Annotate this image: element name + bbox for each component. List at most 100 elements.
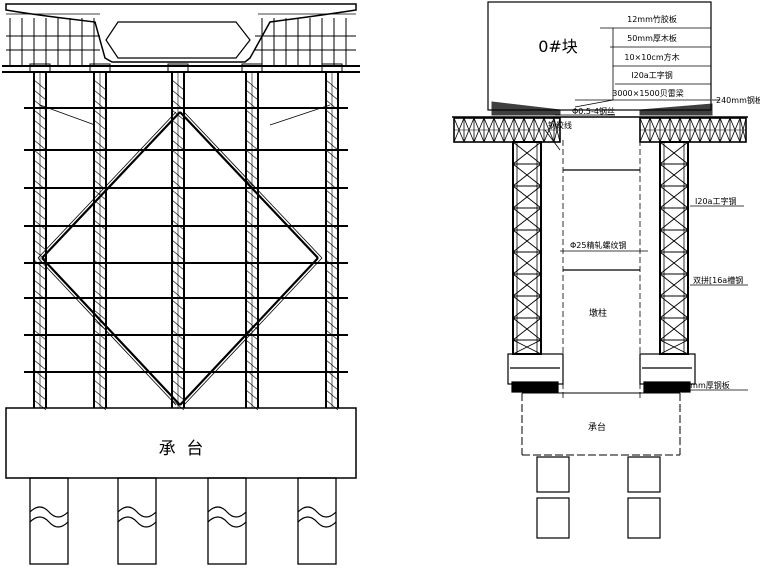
truss-diagonal xyxy=(543,117,555,143)
column-lacing xyxy=(245,349,259,361)
lattice-diagonal xyxy=(512,295,542,319)
column-lacing xyxy=(325,89,339,101)
column-lacing xyxy=(33,279,47,291)
lattice-diagonal xyxy=(512,207,542,231)
column-lacing xyxy=(325,139,339,151)
callouts: 240mm钢板 Φ0.5-4钢丝 钢绞线 I20a工字钢 Φ25精轧螺纹钢 双拼… xyxy=(544,95,760,391)
column-lacing xyxy=(325,209,339,221)
column-bases xyxy=(507,353,696,393)
pile-break-line xyxy=(207,506,247,518)
piles xyxy=(29,477,337,565)
column-2 xyxy=(167,63,189,411)
lattice-column-left xyxy=(512,141,542,355)
column-lacing xyxy=(171,199,185,211)
column-lacing xyxy=(325,339,339,351)
layer-legend: 12mm竹胶板 50mm厚木板 10×10cm方木 I20a工字钢 3000×1… xyxy=(574,14,711,108)
column-lacing xyxy=(33,249,47,261)
pier-column: 墩柱 xyxy=(562,140,641,400)
truss-diagonal xyxy=(453,117,465,143)
column-lacing xyxy=(33,349,47,361)
lattice-diagonal xyxy=(659,141,689,165)
lattice-diagonal xyxy=(659,295,689,319)
column-lacing xyxy=(33,189,47,201)
lattice-diagonal xyxy=(659,229,689,253)
column-lacing xyxy=(325,299,339,311)
truss-diagonal xyxy=(729,117,741,143)
column-lacing xyxy=(245,279,259,291)
column-lacing xyxy=(171,339,185,351)
callout-wire: Φ0.5-4钢丝 xyxy=(572,106,615,116)
column-lacing xyxy=(93,149,107,161)
layer-label-3: I20a工字钢 xyxy=(631,70,672,80)
column-lacing xyxy=(325,169,339,181)
column-lacing xyxy=(245,149,259,161)
column-lacing xyxy=(245,239,259,251)
lattice-diagonal xyxy=(512,317,542,341)
column-lacing xyxy=(93,309,107,321)
truss-diagonal xyxy=(689,117,701,143)
layer-label-1: 50mm厚木板 xyxy=(627,33,677,43)
lattice-diagonal xyxy=(512,141,542,165)
column-lacing xyxy=(245,79,259,91)
left-elevation-view: 承 台 xyxy=(2,3,360,565)
column-cap-plate xyxy=(89,63,111,73)
pile-break-line xyxy=(29,516,69,528)
cap-label-right: 承台 xyxy=(588,421,606,433)
column-cap-plate xyxy=(29,63,51,73)
column-lacing xyxy=(171,349,185,361)
pile-body xyxy=(297,477,337,565)
truss-diagonal xyxy=(493,117,505,143)
column-lacing xyxy=(33,379,47,391)
column-lacing xyxy=(171,319,185,331)
block-0-outline xyxy=(487,1,712,111)
callout-channel: 双拼[16a槽钢 xyxy=(693,275,743,285)
column-lacing xyxy=(171,389,185,401)
column-lacing xyxy=(33,319,47,331)
lattice-diagonal xyxy=(659,163,689,187)
column-lacing xyxy=(171,149,185,161)
truss-diagonal xyxy=(669,117,681,143)
column-lacing xyxy=(93,239,107,251)
horizontal-braces xyxy=(24,107,348,373)
column-lacing xyxy=(325,239,339,251)
column-lacing xyxy=(325,159,339,171)
diagonal-bracing xyxy=(37,104,331,406)
column-0 xyxy=(29,63,51,411)
pile-break-line xyxy=(207,516,247,528)
column-lacing xyxy=(325,249,339,261)
truss-diagonal xyxy=(463,117,475,143)
column-lacing xyxy=(245,339,259,351)
lattice-diagonal xyxy=(512,251,542,275)
column-lacing xyxy=(33,79,47,91)
column-lacing xyxy=(245,159,259,171)
column-cap-plate xyxy=(321,63,343,73)
column-lacing xyxy=(33,339,47,351)
column-lacing xyxy=(93,229,107,241)
column-lacing xyxy=(325,199,339,211)
lattice-diagonal xyxy=(659,185,689,209)
truss-diagonal xyxy=(699,117,711,143)
column-lacing xyxy=(325,349,339,361)
right-cross-section-view: 0#块 12mm竹胶板 50mm厚木板 10×10cm方木 I20a工字钢 30… xyxy=(452,1,760,539)
column-lacing xyxy=(245,199,259,211)
column-lacing xyxy=(93,259,107,271)
column-lacing xyxy=(245,169,259,181)
column-4 xyxy=(321,63,343,411)
column-lacing xyxy=(171,309,185,321)
lattice-diagonal xyxy=(512,185,542,209)
truss-diagonal xyxy=(533,117,545,143)
callout-tie-bar: Φ25精轧螺纹钢 xyxy=(570,240,626,250)
column-lacing xyxy=(245,229,259,241)
truss-diagonal xyxy=(513,117,525,143)
column-lacing xyxy=(171,139,185,151)
column-lacing xyxy=(33,119,47,131)
lattice-diagonal xyxy=(659,251,689,275)
pile-break-line xyxy=(29,506,69,518)
column-lacing xyxy=(325,79,339,91)
column-lacing xyxy=(171,119,185,131)
piles-section xyxy=(536,456,661,539)
column-lacing xyxy=(245,389,259,401)
bailey-beam-left xyxy=(453,117,561,143)
deck-layers xyxy=(452,101,748,118)
